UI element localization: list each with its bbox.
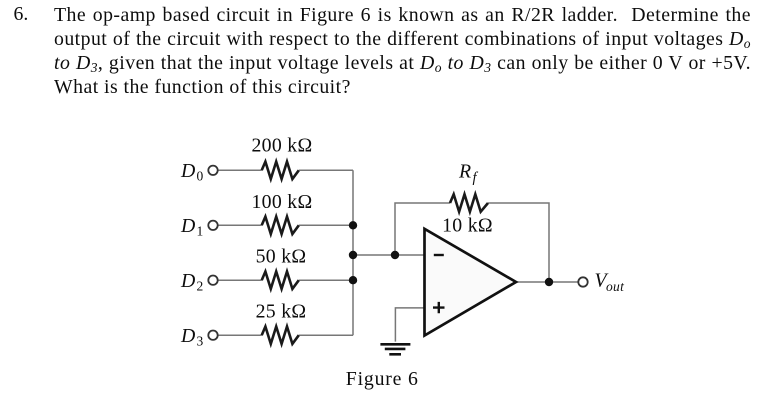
svg-text:f: f [473,170,479,186]
svg-text:200 kΩ: 200 kΩ [251,135,312,157]
svg-text:R: R [458,161,471,183]
svg-text:D: D [180,325,196,347]
svg-text:D: D [180,270,196,292]
svg-text:2: 2 [197,279,204,294]
svg-text:25 kΩ: 25 kΩ [256,301,307,323]
svg-text:0: 0 [197,169,204,184]
svg-text:V: V [595,270,609,292]
svg-text:D: D [180,160,196,182]
svg-text:50 kΩ: 50 kΩ [256,246,307,268]
svg-text:3: 3 [197,334,204,349]
svg-text:1: 1 [197,224,204,239]
svg-text:Figure 6: Figure 6 [346,368,419,390]
svg-text:100 kΩ: 100 kΩ [251,191,312,213]
svg-text:D: D [180,215,196,237]
svg-text:10 kΩ: 10 kΩ [442,215,493,237]
svg-text:out: out [606,279,625,294]
